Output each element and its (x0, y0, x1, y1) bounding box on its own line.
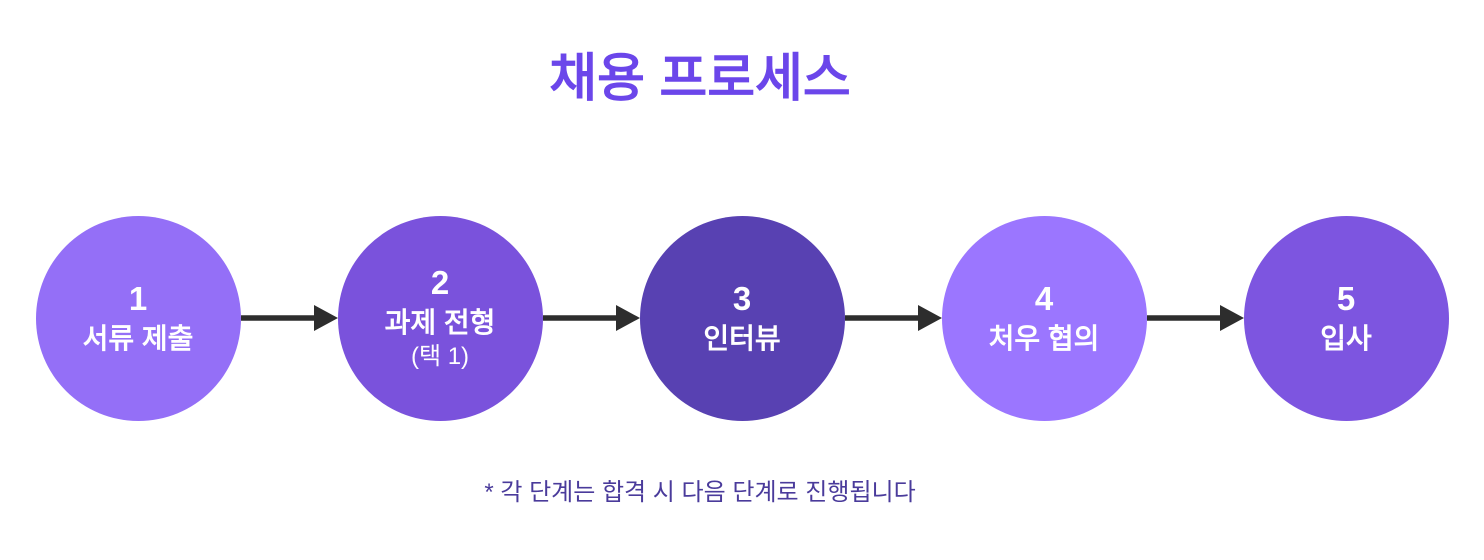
step-number: 4 (1034, 280, 1054, 318)
step-label: 인터뷰 (703, 323, 781, 355)
process-footnote: * 각 단계는 합격 시 다음 단계로 진행됩니다 (484, 479, 916, 506)
step-number: 3 (732, 280, 752, 318)
step-sublabel: (택 1) (410, 343, 470, 371)
step-label: 입사 (1320, 323, 1372, 355)
right-arrow-icon (1146, 305, 1244, 331)
step-number: 1 (128, 280, 148, 318)
process-step-5: 5 입사 (1243, 215, 1449, 421)
step-number: 5 (1336, 280, 1356, 318)
step-label: 처우 협의 (988, 323, 1100, 355)
process-step-1: 1 서류 제출 (35, 215, 241, 421)
step-label: 과제 전형 (384, 307, 496, 339)
right-arrow-icon (542, 305, 640, 331)
process-step-4: 4 처우 협의 (941, 215, 1147, 421)
step-number: 2 (430, 264, 450, 302)
process-flow: 1 서류 제출 2 과제 전형 (택 1) 3 인터뷰 4 (0, 215, 1484, 421)
step-label: 서류 제출 (82, 323, 194, 355)
page-title: 채용 프로세스 (549, 50, 851, 108)
right-arrow-icon (844, 305, 942, 331)
right-arrow-icon (240, 305, 338, 331)
process-step-3: 3 인터뷰 (639, 215, 845, 421)
process-step-2: 2 과제 전형 (택 1) (337, 215, 543, 421)
